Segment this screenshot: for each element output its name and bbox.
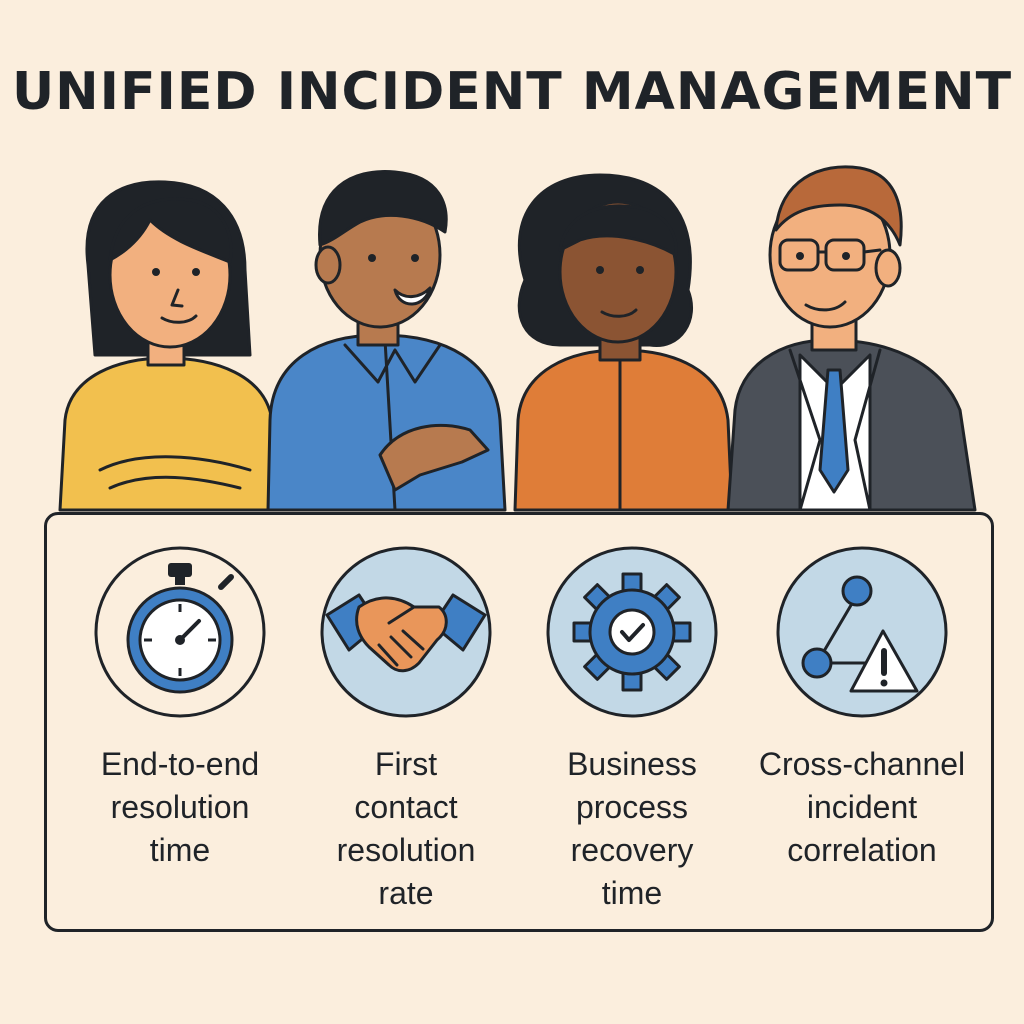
person-woman-orange (513, 173, 734, 512)
team-illustration (58, 165, 977, 512)
gear-check-icon (546, 546, 718, 718)
network-warning-icon (776, 546, 948, 718)
person-man-suit (726, 165, 977, 512)
person-man-blue (266, 170, 507, 512)
metric-card: Business process recovery time (517, 545, 747, 915)
metric-label: First contact resolution rate (336, 746, 476, 911)
metric-card: First contact resolution rate (291, 545, 521, 915)
stopwatch-icon (94, 546, 266, 718)
metric-label: Cross-channel incident correlation (758, 746, 966, 868)
metric-card: End-to-end resolution time (65, 545, 295, 872)
metric-label: End-to-end resolution time (100, 746, 260, 868)
handshake-icon (320, 546, 492, 718)
metric-card: Cross-channel incident correlation (747, 545, 977, 872)
metrics-panel: End-to-end resolution time First contact… (44, 512, 994, 932)
metric-label: Business process recovery time (567, 746, 697, 911)
page-title: UNIFIED INCIDENT MANAGEMENT (11, 62, 1013, 122)
person-woman-yellow (58, 180, 284, 512)
